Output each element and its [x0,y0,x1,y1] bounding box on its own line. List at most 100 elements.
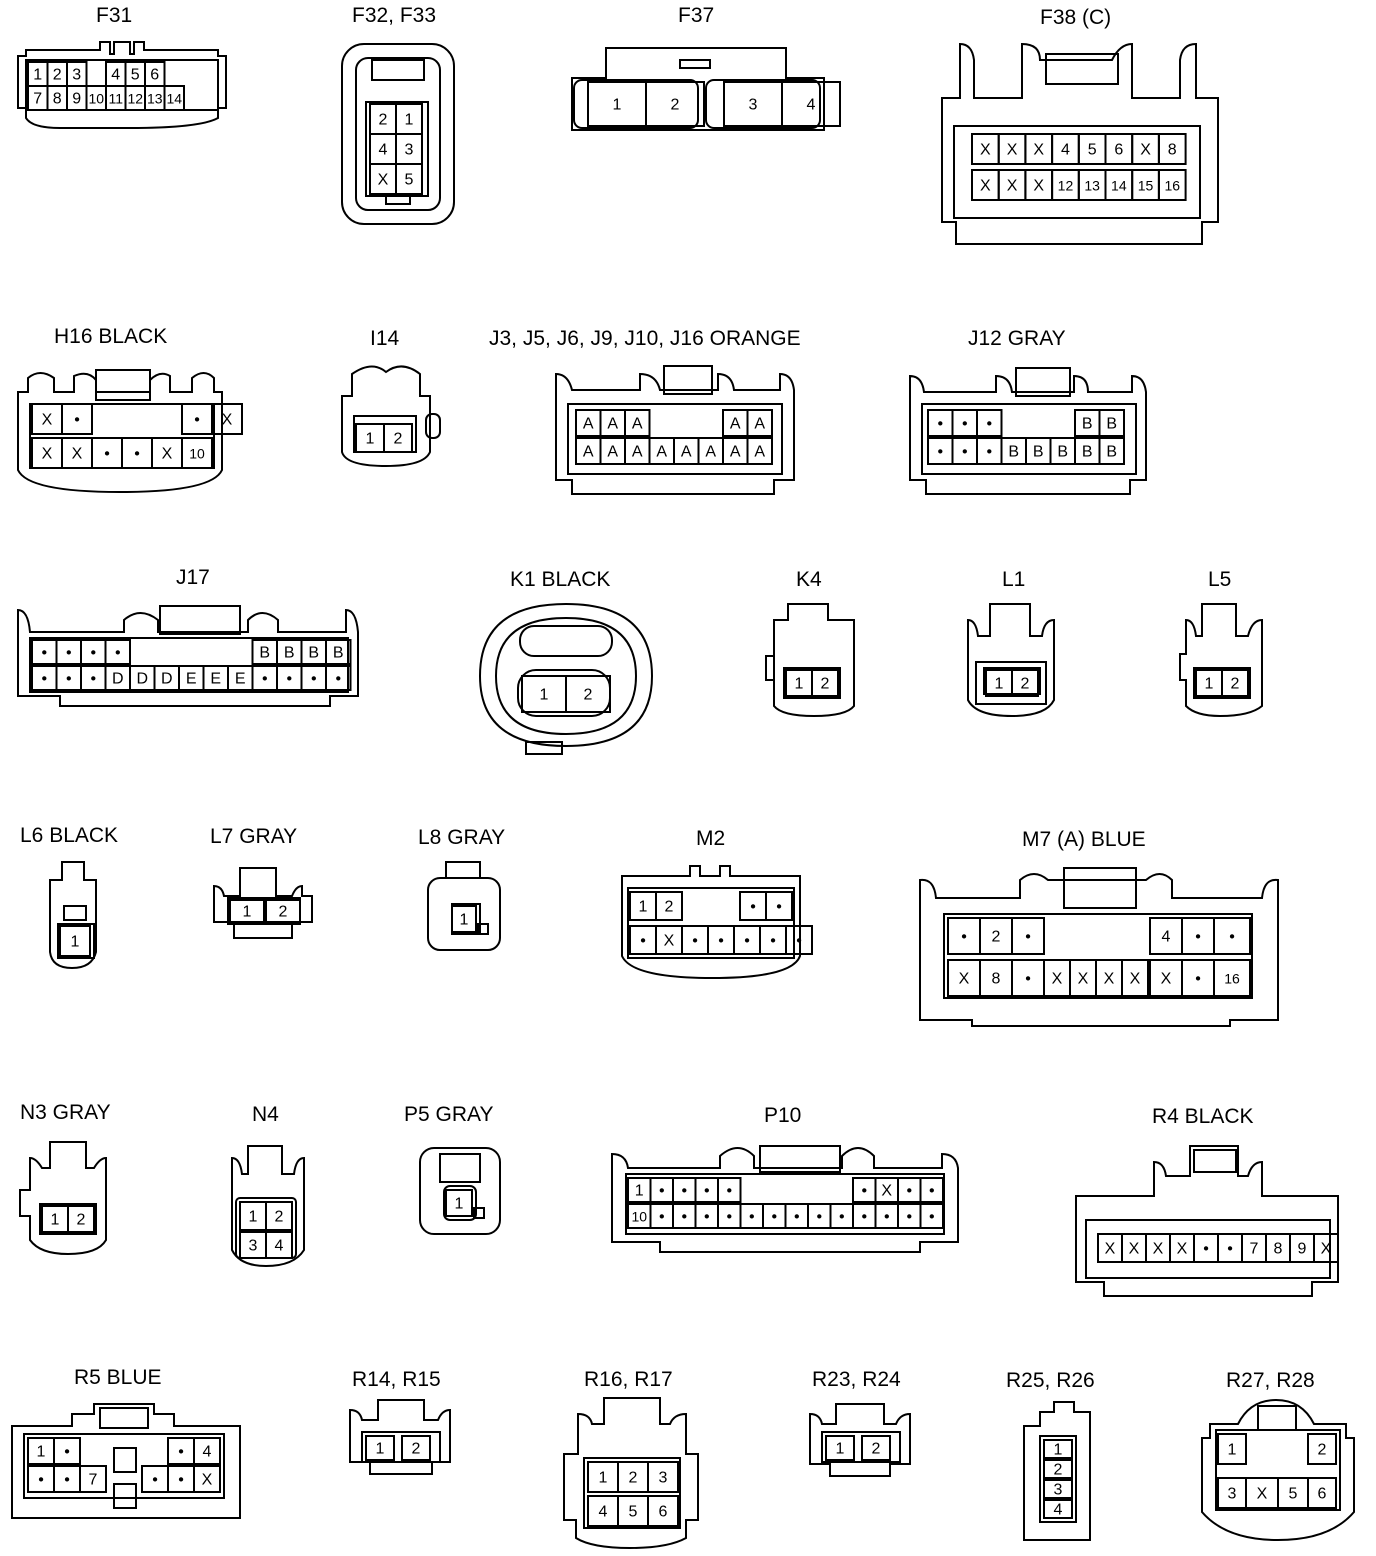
connector-n3 [19,1141,107,1256]
pin-label: 5 [1088,142,1097,159]
pin-dot: • [1195,929,1201,946]
pin-label: 10 [631,1209,647,1225]
pin-label: 7 [1250,1241,1259,1258]
pin-dot: • [750,899,756,916]
pin-label: 1 [71,934,80,951]
pin-cell [825,1435,855,1461]
connector-f38 [941,42,1219,245]
pin-cell [104,639,131,665]
pin-label: 1 [639,899,648,916]
pin-cell [163,85,185,111]
pin-label: X [1104,971,1115,988]
pin-dot: • [194,412,200,429]
pin-label: 1 [243,904,252,921]
pin-cell [325,665,352,691]
pin-dot: • [64,1444,70,1461]
pin-label: 1 [33,67,42,84]
label-m2: M2 [696,827,725,850]
connector-p5 [419,1147,501,1235]
pin-label: 1 [540,687,549,704]
pin-dot: • [66,645,72,662]
pin-label: X [72,446,83,463]
pin-dot: • [884,1209,890,1226]
pin-label: 10 [189,446,205,462]
pin-dot: • [134,446,140,463]
connector-r14-r15 [349,1399,451,1475]
label-l6: L6 BLACK [20,824,118,847]
pin-cell [265,899,301,923]
pin-dot: • [906,1183,912,1200]
label-j3-group: J3, J5, J6, J9, J10, J16 ORANGE [489,327,801,350]
connector-r27-r28 [1201,1398,1355,1542]
pin-label: 4 [1054,1502,1063,1519]
pin-label: 2 [1054,1462,1063,1479]
pin-label: 2 [1318,1442,1327,1459]
label-f32-f33: F32, F33 [352,4,436,27]
label-r25-r26: R25, R26 [1006,1369,1095,1392]
pin-dot: • [937,444,943,461]
pin-label: 1 [836,1441,845,1458]
pin-cell [1011,669,1039,697]
label-f38: F38 (C) [1040,6,1111,29]
pin-dot: • [794,1209,800,1226]
connector-f37 [571,47,825,131]
pin-cell [919,1203,944,1229]
pin-label: A [705,444,716,461]
label-l8: L8 GRAY [418,826,505,849]
pin-cell [1217,1433,1247,1465]
label-f37: F37 [678,4,714,27]
pin-label: 2 [872,1441,881,1458]
pin-label: 8 [992,971,1001,988]
pin-dot: • [929,1209,935,1226]
pin-dot: • [681,1183,687,1200]
pin-label: X [1007,142,1018,159]
pin-cell [365,1435,395,1461]
pin-label: 4 [203,1444,212,1461]
pin-cell [1213,917,1251,955]
pin-label: B [1033,444,1044,461]
pin-label: X [1321,1241,1332,1258]
pin-label: X [222,412,233,429]
connector-m7 [919,867,1279,1027]
pin-dot: • [726,1183,732,1200]
pin-label: 3 [405,142,414,159]
pin-label: B [1106,444,1117,461]
label-r4: R4 BLACK [1152,1105,1254,1128]
pin-dot: • [771,1209,777,1226]
label-p10: P10 [764,1104,801,1127]
pin-dot: • [1025,929,1031,946]
pin-cell [765,891,793,921]
pin-cell [861,1435,891,1461]
pin-label: 10 [88,91,104,107]
pin-cell [265,1231,293,1259]
pin-label: 9 [1298,1241,1307,1258]
pin-label: X [202,1472,213,1489]
pin-label: 6 [1114,142,1123,159]
connector-f32-f33 [341,43,455,225]
connector-j3-group [555,365,795,495]
pin-cell [1313,1233,1339,1263]
pin-dot: • [796,933,802,950]
pin-cell [655,891,683,921]
pin-label: 7 [89,1472,98,1489]
pin-dot: • [726,1209,732,1226]
connector-l1 [967,603,1055,718]
pin-dot: • [704,1209,710,1226]
pin-dot: • [816,1209,822,1226]
pin-label: 5 [629,1504,638,1521]
pin-label: B [308,645,319,662]
pin-dot: • [704,1183,710,1200]
pin-cell [785,925,813,955]
pin-label: 3 [1054,1482,1063,1499]
pin-label: A [607,444,618,461]
pin-label: B [333,645,344,662]
label-l1: L1 [1002,568,1025,591]
pin-cell [61,403,93,435]
pin-cell [647,1495,679,1527]
pin-dot: • [962,444,968,461]
pin-label: 13 [147,91,163,107]
pin-label: 2 [992,929,1001,946]
pin-cell [445,1189,473,1217]
pin-label: D [161,671,173,688]
